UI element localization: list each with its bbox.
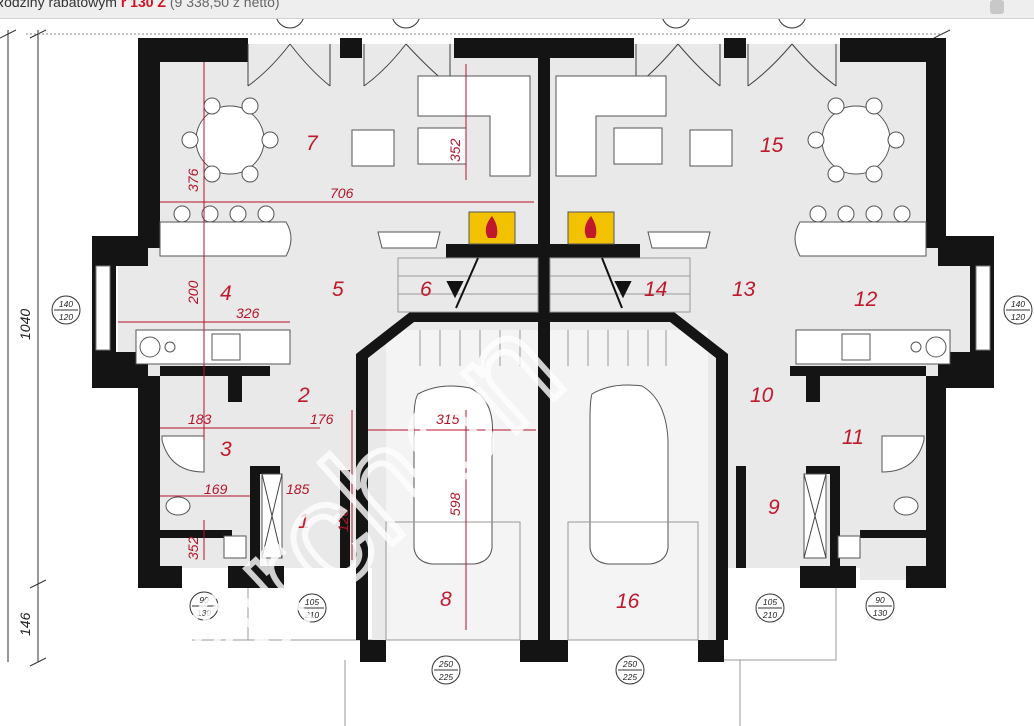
terrace <box>192 580 837 726</box>
opening-tag-bottom: 130 <box>873 608 887 618</box>
outer-dimension-lines <box>0 29 951 667</box>
scrollbar-thumb[interactable] <box>990 0 1004 14</box>
room-label-3: 3 <box>220 438 232 461</box>
stair-arrows <box>446 257 632 309</box>
room-label-10: 10 <box>750 384 774 407</box>
dim-185: 185 <box>286 481 310 497</box>
opening-tag-bottom: 130 <box>197 608 211 618</box>
dim-176: 176 <box>310 411 334 427</box>
dim-315: 315 <box>436 411 460 427</box>
room-label-7: 7 <box>306 132 319 155</box>
dim-1040: 1040 <box>17 309 33 340</box>
opening-tag-bottom: 210 <box>304 610 319 620</box>
header-main: Rodziny rabatowym <box>0 0 121 10</box>
closet-marks <box>261 473 827 559</box>
dim-169: 169 <box>204 481 228 497</box>
dim-183: 183 <box>188 411 212 427</box>
room-label-14: 14 <box>644 278 667 301</box>
furniture <box>135 75 951 565</box>
room-label-16: 16 <box>616 590 640 613</box>
room-label-11: 11 <box>842 426 864 449</box>
dimension-lines <box>118 62 536 630</box>
room-label-5: 5 <box>332 278 344 301</box>
opening-tag-top: 105 <box>305 597 319 607</box>
garage-doors <box>385 521 699 641</box>
opening-tag-top: 140 <box>59 299 73 309</box>
stairs <box>397 257 691 366</box>
room-label-12: 12 <box>854 288 878 311</box>
opening-tag-top: 105 <box>763 597 777 607</box>
dim-352-bath: 352 <box>185 536 201 560</box>
room-label-4: 4 <box>220 282 232 305</box>
opening-tag-top: 140 <box>1011 299 1025 309</box>
opening-tag-bottom: 120 <box>59 312 73 322</box>
opening-tag-bottom: 225 <box>622 672 637 682</box>
room-label-6: 6 <box>420 278 432 301</box>
room-label-9: 9 <box>768 496 780 519</box>
opening-tag-top: 250 <box>438 659 453 669</box>
windows-side <box>95 265 991 351</box>
dim-352-living: 352 <box>447 138 463 162</box>
opening-tag-top: 250 <box>622 659 637 669</box>
header-muted: (9 338,50 z netto) <box>169 0 280 10</box>
header-text: Rodziny rabatowym r 130 Z (9 338,50 z ne… <box>0 0 280 10</box>
top-bar: Rodziny rabatowym r 130 Z (9 338,50 z ne… <box>0 0 1034 19</box>
room-label-8: 8 <box>440 588 452 611</box>
opening-tag-top: 90 <box>875 595 885 605</box>
fireplace-icon <box>468 211 516 245</box>
dim-598: 598 <box>447 492 463 516</box>
room-label-2: 2 <box>297 384 310 407</box>
opening-tag-bottom: 210 <box>762 610 777 620</box>
opening-tag-top: 90 <box>199 595 209 605</box>
dim-706: 706 <box>330 185 354 201</box>
dim-326: 326 <box>236 305 260 321</box>
room-label-1: 1 <box>298 510 310 533</box>
dim-120: 120 <box>335 508 351 532</box>
room-label-15: 15 <box>760 134 784 157</box>
doors-top <box>247 43 837 87</box>
fireplace-icon <box>567 211 615 245</box>
header-accent: r 130 Z <box>120 0 166 10</box>
dim-200: 200 <box>185 280 201 305</box>
dim-376: 376 <box>185 168 201 192</box>
room-label-13: 13 <box>732 278 756 301</box>
dim-146: 146 <box>17 612 33 636</box>
opening-tag-bottom: 225 <box>438 672 453 682</box>
opening-tag-bottom: 120 <box>1011 312 1025 322</box>
